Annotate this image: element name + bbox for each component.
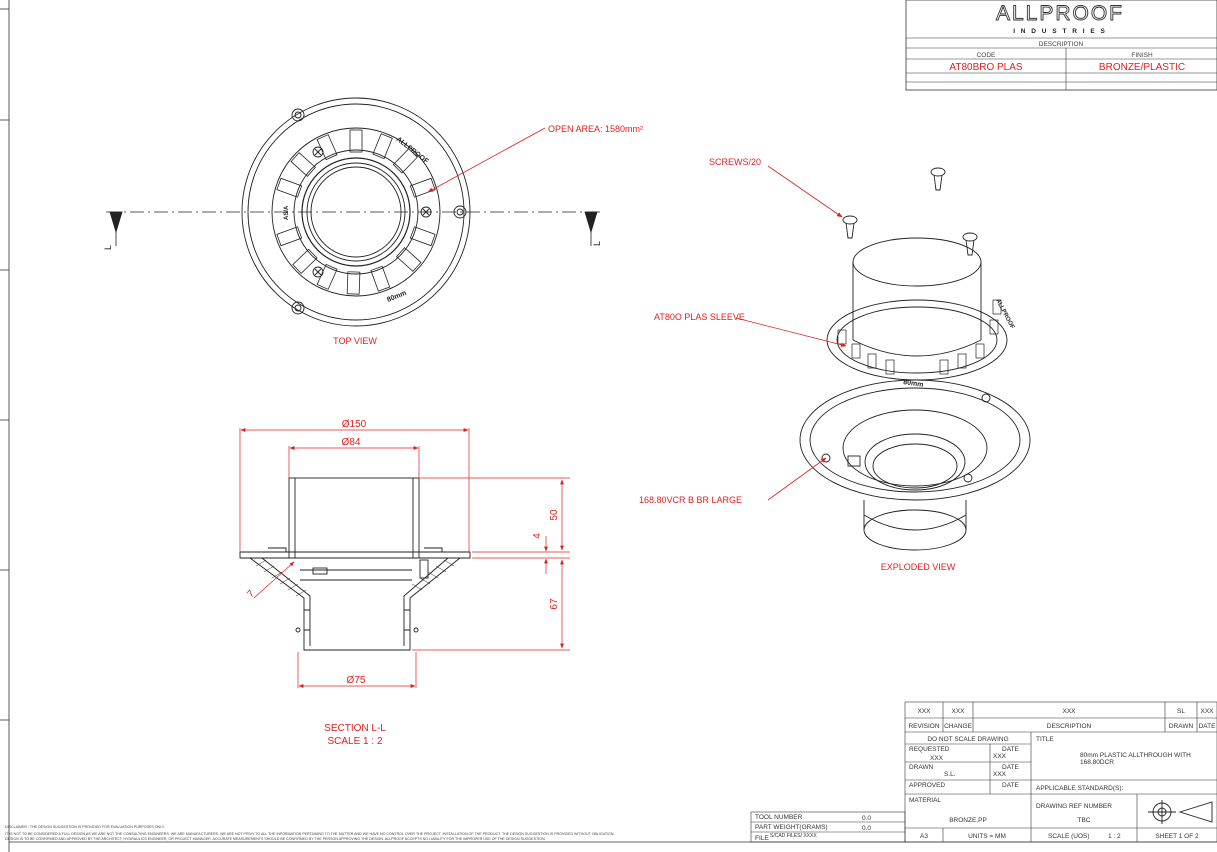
scale-value: 1 : 2	[1108, 833, 1121, 840]
disclaimer-line-3: DESIGN IS TO BE CONFIRMED AND APPROVED B…	[5, 837, 546, 841]
tool-number-value: 0.0	[862, 815, 871, 822]
material-label: MATERIAL	[909, 797, 941, 804]
dim-67: 67	[549, 598, 560, 610]
drawn-value: SL	[1177, 708, 1185, 715]
drawn-date: XXX	[993, 771, 1007, 778]
drawn-col-label: DRAWN	[1169, 723, 1194, 730]
finish-header: FINISH	[1131, 52, 1153, 59]
title-line-1: 80mm PLASTIC ALLTHROUGH WITH	[1080, 752, 1191, 759]
open-area-callout: OPEN AREA: 1580mm²	[548, 124, 643, 134]
date-col-label: DATE	[1199, 723, 1217, 730]
sleeve-callout: AT80O PLAS SLEEVE	[654, 312, 745, 322]
dim-7: 7	[245, 588, 257, 600]
drawn-by: S.L.	[944, 771, 956, 778]
rev-value-2: XXX	[951, 708, 965, 715]
requested-label: REQUESTED	[909, 746, 950, 753]
screw-icon	[842, 167, 978, 256]
dim-84: Ø84	[342, 437, 361, 448]
brand-logo: ALLPROOF	[996, 2, 1124, 25]
finish-value: BRONZE/PLASTIC	[1099, 62, 1185, 73]
bottom-title-block	[750, 701, 1217, 843]
screws-callout: SCREWS/20	[709, 157, 761, 167]
desc-value: XXX	[1062, 708, 1076, 715]
requested-by: XXX	[930, 755, 944, 762]
section-marker-right: L	[592, 241, 602, 246]
applicable-label: APPLICABLE STANDARD(S):	[1036, 785, 1123, 792]
exploded-view-drawing	[799, 167, 1031, 551]
dim-150: Ø150	[342, 419, 367, 430]
section-scale-label: SCALE 1 : 2	[327, 736, 382, 747]
dim-50: 50	[549, 509, 560, 521]
dim-4: 4	[532, 533, 543, 539]
rev-value-1: XXX	[917, 708, 931, 715]
requested-date: XXX	[993, 753, 1007, 760]
part-weight-label: PART WEIGHT(GRAMS)	[755, 824, 828, 831]
file-value: S/CAD FILES/ XXXX	[770, 833, 817, 839]
title-line-2: 168.80DCR	[1080, 759, 1114, 766]
dimension-lines	[239, 428, 570, 688]
ring-brand-text: ALLPROOF	[395, 136, 430, 166]
file-label: FILE	[755, 835, 769, 842]
revision-label: REVISION	[908, 723, 939, 730]
description-header: DESCRIPTION	[1039, 41, 1084, 48]
ring-code-text: AS/A	[284, 205, 290, 220]
approved-label: APPROVED	[909, 782, 945, 789]
drawing-ref-label: DRAWING REF NUMBER	[1036, 803, 1112, 810]
top-title-block: ALLPROOF I N D U S T R I E S DESCRIPTION…	[905, 0, 1217, 91]
code-header: CODE	[977, 52, 996, 59]
drawing-ref-value: TBC	[1078, 817, 1091, 824]
exploded-view-label: EXPLODED VIEW	[881, 562, 956, 572]
date-value: XXX	[1200, 708, 1214, 715]
change-label: CHANGE	[944, 723, 972, 730]
dim-75: Ø75	[347, 675, 366, 686]
disclaimer-line-1: DISCLAIMER : THE DESIGN SUGGESTION IS PR…	[5, 825, 165, 829]
large-callout: 168.80VCR B BR LARGE	[639, 495, 742, 505]
title-label: TITLE	[1036, 736, 1054, 743]
section-view-drawing	[239, 477, 471, 651]
top-view-label: TOP VIEW	[333, 336, 377, 346]
section-hatching	[255, 559, 455, 597]
ring-size-text: 80mm	[386, 290, 407, 304]
section-label: SECTION L-L	[324, 723, 386, 734]
section-line	[106, 211, 604, 246]
tool-number-label: TOOL NUMBER	[755, 814, 803, 821]
approved-date-label: DATE	[1002, 782, 1020, 789]
code-value: AT80BRO PLAS	[949, 62, 1023, 73]
description-label: DESCRIPTION	[1047, 723, 1092, 730]
projection-symbol-icon	[1148, 800, 1213, 824]
scale-label: SCALE (UOS)	[1048, 833, 1090, 840]
exploded-leaders	[735, 165, 847, 501]
sleeve-size-text: 80mm	[903, 379, 924, 389]
part-weight-value: 0.0	[862, 825, 871, 832]
section-marker-left: L	[103, 245, 113, 250]
drawn-label: DRAWN	[909, 764, 934, 771]
material-value: BRONZE,PP	[949, 817, 987, 824]
disclaimer-line-2: IT IS NOT TO BE CONSIDERED A FULL DESIGN…	[5, 832, 614, 836]
sheet-size: A3	[920, 833, 928, 840]
open-area-leader	[427, 127, 546, 193]
requested-date-label: DATE	[1002, 746, 1020, 753]
units-label: UNITS = MM	[968, 833, 1006, 840]
sheet-number: SHEET 1 OF 2	[1155, 833, 1199, 840]
drawn-date-label: DATE	[1002, 764, 1020, 771]
brand-subtitle: I N D U S T R I E S	[1013, 28, 1107, 35]
do-not-scale-label: DO NOT SCALE DRAWING	[927, 736, 1008, 743]
